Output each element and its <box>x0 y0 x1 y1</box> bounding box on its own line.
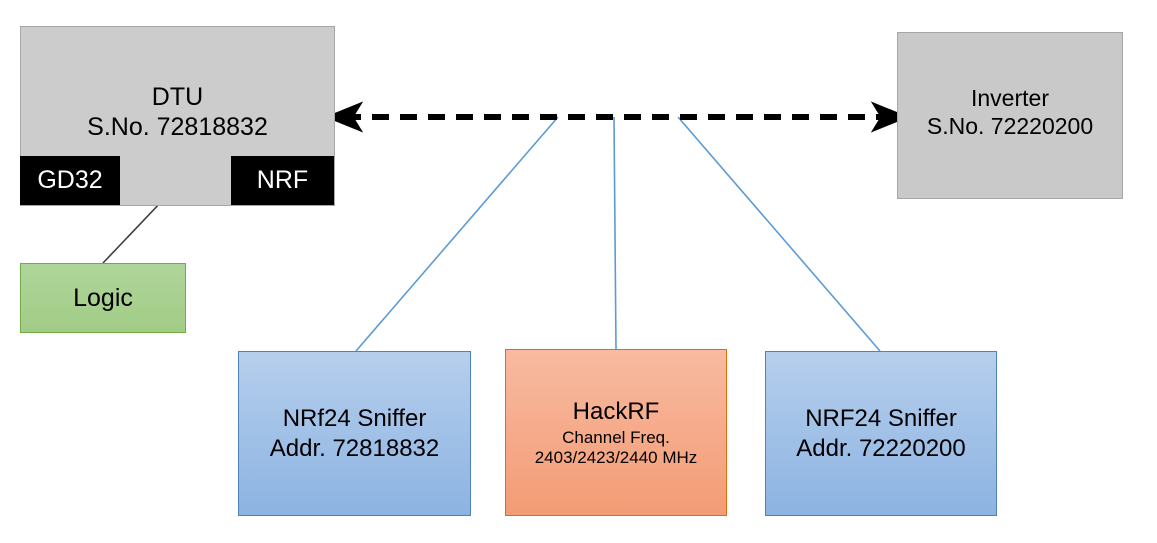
hackrf-channel-frequencies: 2403/2423/2440 MHz <box>534 448 698 468</box>
dtu-serial-number: S.No. 72818832 <box>87 113 268 141</box>
connector-sniffer-left-tap <box>355 116 559 352</box>
inverter-title: Inverter <box>971 84 1049 111</box>
dtu-title: DTU <box>151 83 204 111</box>
hackrf-box[interactable]: HackRF Channel Freq. 2403/2423/2440 MHz <box>505 349 727 516</box>
nrf24-sniffer-right-box[interactable]: NRF24 Sniffer Addr. 72220200 <box>765 351 997 516</box>
connector-sniffer-right-tap <box>677 116 881 352</box>
sniffer-right-title: NRF24 Sniffer <box>805 404 957 432</box>
hackrf-channel-label: Channel Freq. <box>562 427 670 447</box>
inverter-box[interactable]: Inverter S.No. 72220200 <box>897 32 1123 199</box>
sniffer-right-address: Addr. 72220200 <box>796 435 966 462</box>
hackrf-title: HackRF <box>572 397 660 425</box>
nrf24-sniffer-left-box[interactable]: NRf24 Sniffer Addr. 72818832 <box>238 351 471 516</box>
gd32-chip-box[interactable]: GD32 <box>20 156 120 205</box>
inverter-serial-number: S.No. 72220200 <box>926 112 1094 139</box>
nrf-label: NRF <box>256 166 309 194</box>
sniffer-left-title: NRf24 Sniffer <box>282 404 427 432</box>
logic-label: Logic <box>73 284 133 312</box>
sniffer-left-address: Addr. 72818832 <box>269 435 440 462</box>
nrf-chip-box[interactable]: NRF <box>231 156 334 205</box>
connector-hackrf-tap <box>613 116 617 350</box>
logic-analyzer-box[interactable]: Logic <box>20 263 186 333</box>
gd32-label: GD32 <box>37 166 103 194</box>
